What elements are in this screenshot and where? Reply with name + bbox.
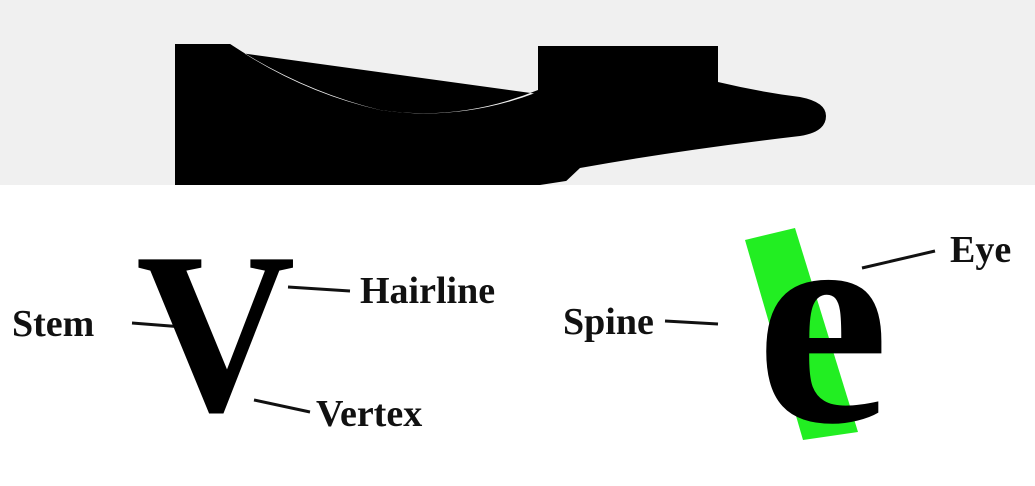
stem-label: Stem	[12, 305, 94, 343]
vertex-label: Vertex	[316, 395, 422, 433]
hairline-label: Hairline	[360, 272, 495, 310]
letter-v: V	[136, 218, 295, 448]
eye-label: Eye	[950, 231, 1011, 269]
spine-label: Spine	[563, 303, 654, 341]
spine-leader-line	[665, 321, 718, 324]
letter-e: e	[756, 170, 889, 470]
hairline-leader-line	[288, 287, 350, 291]
